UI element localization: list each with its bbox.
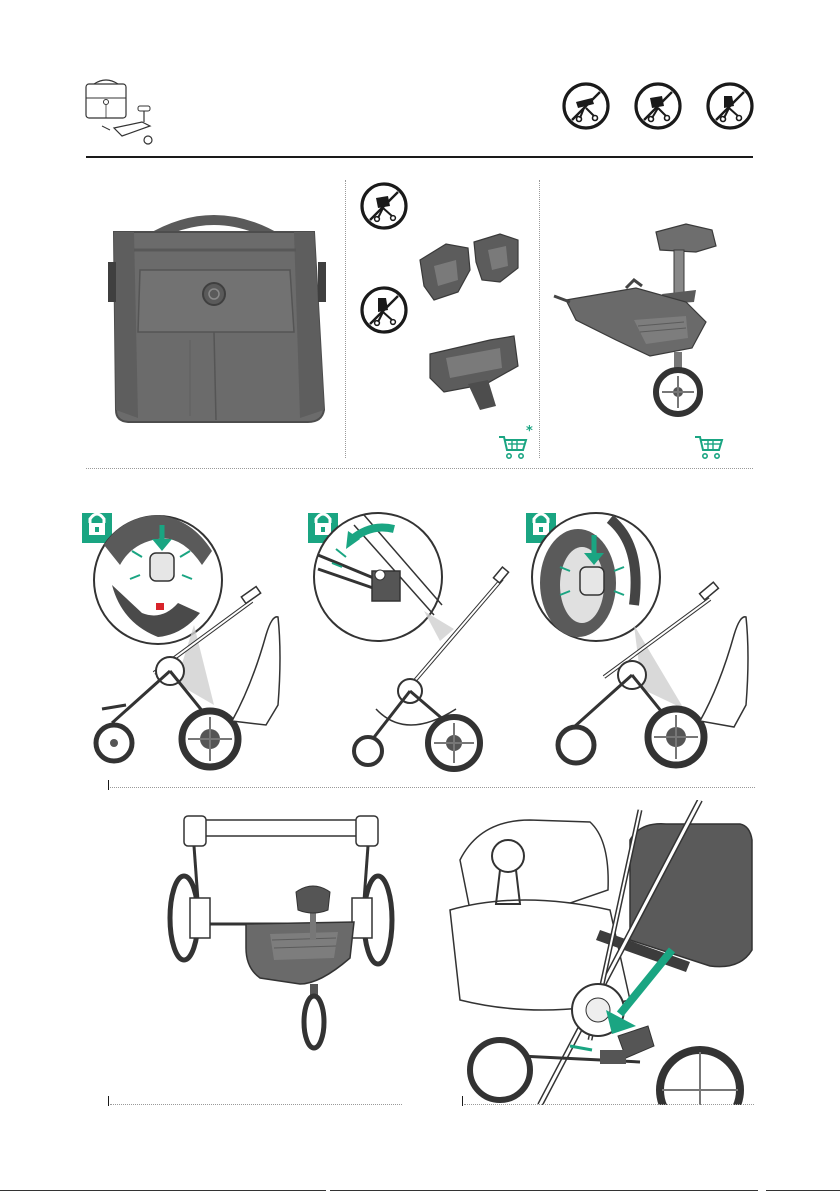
no-seat-icon [362, 288, 406, 332]
no-car-seat-icon [362, 184, 406, 228]
wheeled-board-icon [546, 170, 746, 465]
accessory-board-panel [546, 170, 746, 465]
step-marker-3 [108, 1096, 109, 1106]
no-bassinet-icon [562, 82, 610, 130]
accessory-adapters-panel: * [350, 170, 536, 465]
accessory-divider-2 [539, 180, 540, 458]
step-marker-2 [108, 780, 109, 790]
header-rule [86, 156, 753, 158]
board-attached-front-view [160, 798, 400, 1058]
no-seat-icon [706, 82, 754, 130]
shopping-cart-icon [498, 434, 528, 460]
step-marker-4 [462, 1096, 463, 1106]
bag-icon [86, 170, 342, 460]
board-attach-closeup-illustration [440, 800, 754, 1105]
section-divider-1 [86, 468, 753, 469]
crop-mark-middle [330, 1190, 758, 1191]
stroller-press-button-illustration [82, 505, 302, 775]
step-press-wheel-button [524, 505, 754, 775]
header [0, 0, 840, 165]
no-car-seat-icon [634, 82, 682, 130]
step-rotate-clip [306, 505, 518, 775]
cart-note-asterisk: * [526, 424, 533, 439]
accessory-divider-1 [345, 180, 346, 458]
stroller-rotate-clip-illustration [306, 505, 518, 775]
step-board-front-view [160, 798, 400, 1058]
step-press-button [82, 505, 302, 775]
section-divider-2 [110, 787, 755, 788]
accessory-bag-panel [86, 170, 342, 460]
step-board-attach-closeup [440, 800, 754, 1105]
crop-mark-left [0, 1190, 326, 1191]
adapters-illustration [350, 170, 536, 465]
stroller-press-wheel-button-illustration [524, 505, 754, 775]
bag-and-board-icon [82, 78, 162, 148]
section-divider-3 [110, 1104, 402, 1105]
shopping-cart-icon [694, 434, 724, 460]
crop-mark-right [766, 1190, 840, 1191]
section-divider-4 [464, 1104, 754, 1105]
